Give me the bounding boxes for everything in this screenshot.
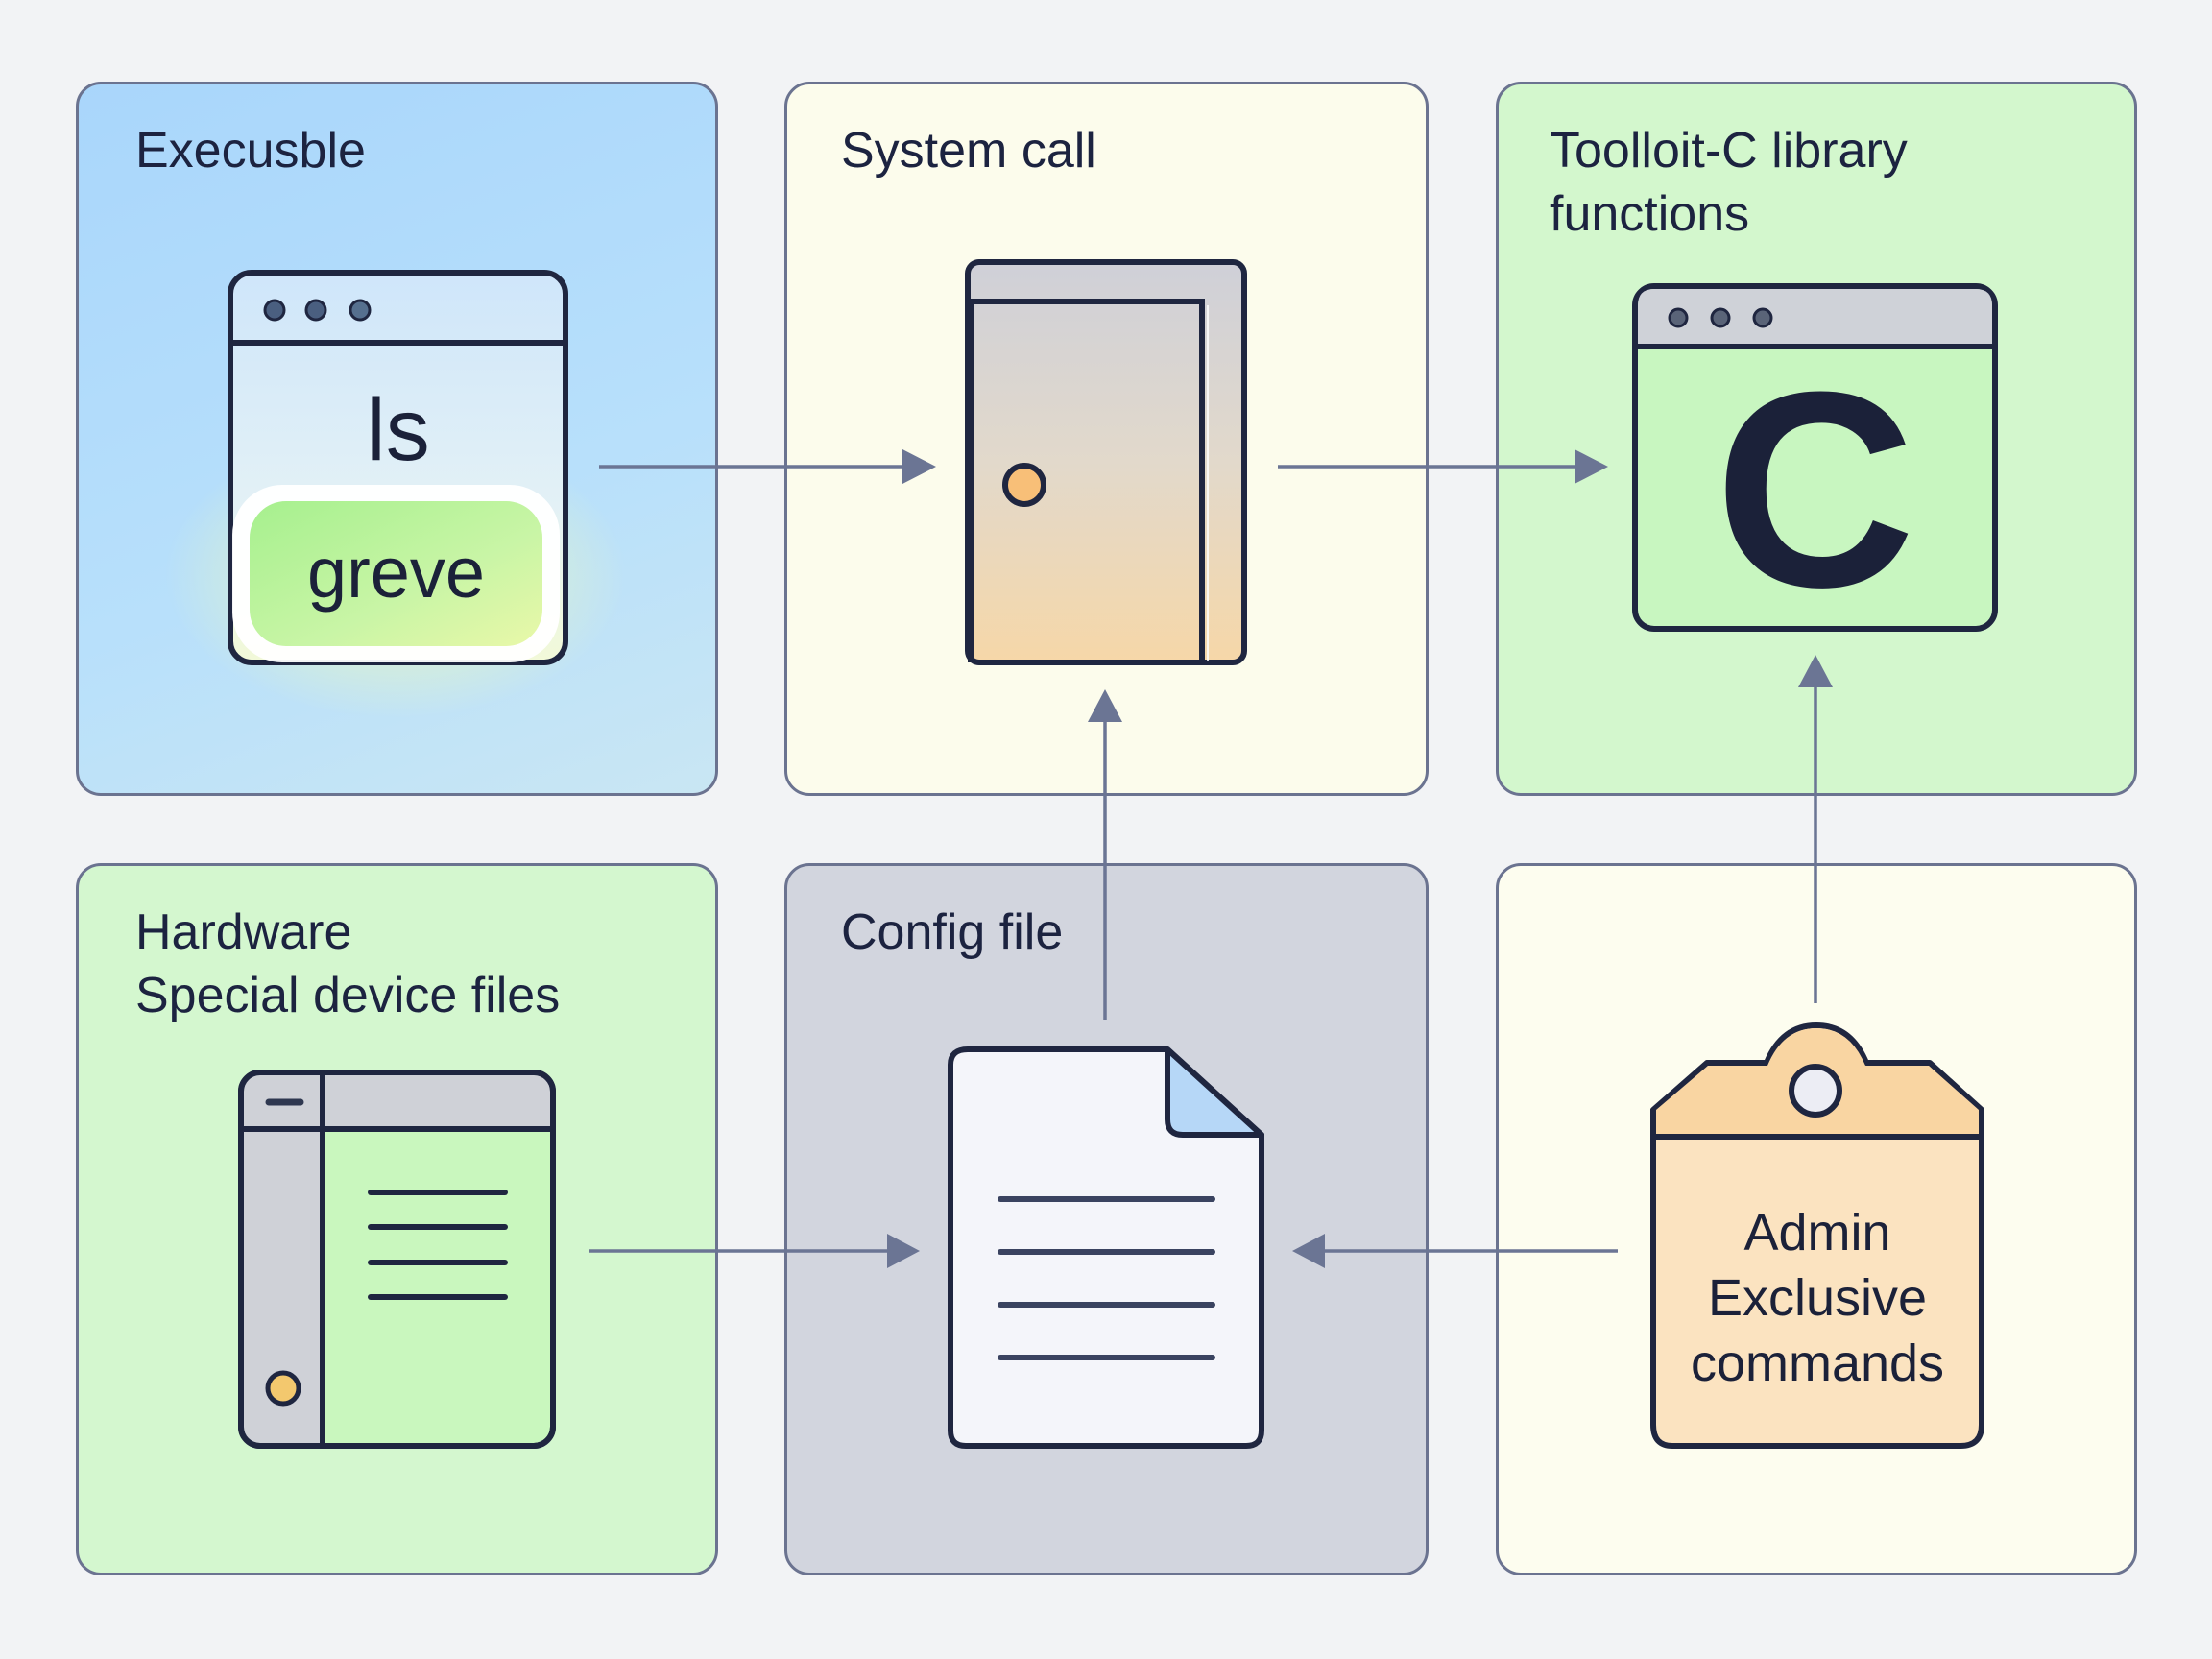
admin-commands-label: Admin Exclusive commands <box>1690 1204 1945 1392</box>
arrow-admin-to-config <box>1292 1234 1618 1268</box>
panel-title-config: Config file <box>841 904 1064 960</box>
panel-title-system-call: System call <box>841 123 1096 179</box>
power-button-icon <box>265 1370 301 1407</box>
arrow-admin-to-library <box>1798 655 1833 1003</box>
panel-title-hardware: Hardware Special device files <box>135 904 561 1023</box>
panel-title-executable: Execusble <box>135 123 366 179</box>
tag-icon <box>1650 1022 1984 1449</box>
device-window-icon <box>238 1070 556 1449</box>
window-dot-icon <box>349 299 372 322</box>
window-dot-icon <box>263 299 286 322</box>
window-dot-icon <box>1668 307 1689 328</box>
c-window-icon <box>1632 283 1998 632</box>
window-dot-icon <box>1752 307 1773 328</box>
panel-title-library: Toolloit-C library functions <box>1550 123 1908 242</box>
arrow-executable-to-system-call <box>599 449 936 484</box>
arrow-hardware-to-config <box>589 1234 920 1268</box>
door-knob-icon <box>1002 463 1046 507</box>
c-language-glyph: C <box>1714 334 1916 645</box>
terminal-window-icon <box>165 270 626 718</box>
window-dot-icon <box>1710 307 1731 328</box>
tag-hole-icon <box>1789 1064 1842 1118</box>
window-dot-icon <box>304 299 327 322</box>
document-icon <box>948 1046 1264 1449</box>
command-greve-highlighted[interactable]: greve <box>306 533 486 613</box>
door-icon <box>965 259 1247 665</box>
command-ls: ls <box>366 381 430 479</box>
arrow-system-call-to-library <box>1278 449 1608 484</box>
arrow-config-to-system-call <box>1088 689 1122 1020</box>
